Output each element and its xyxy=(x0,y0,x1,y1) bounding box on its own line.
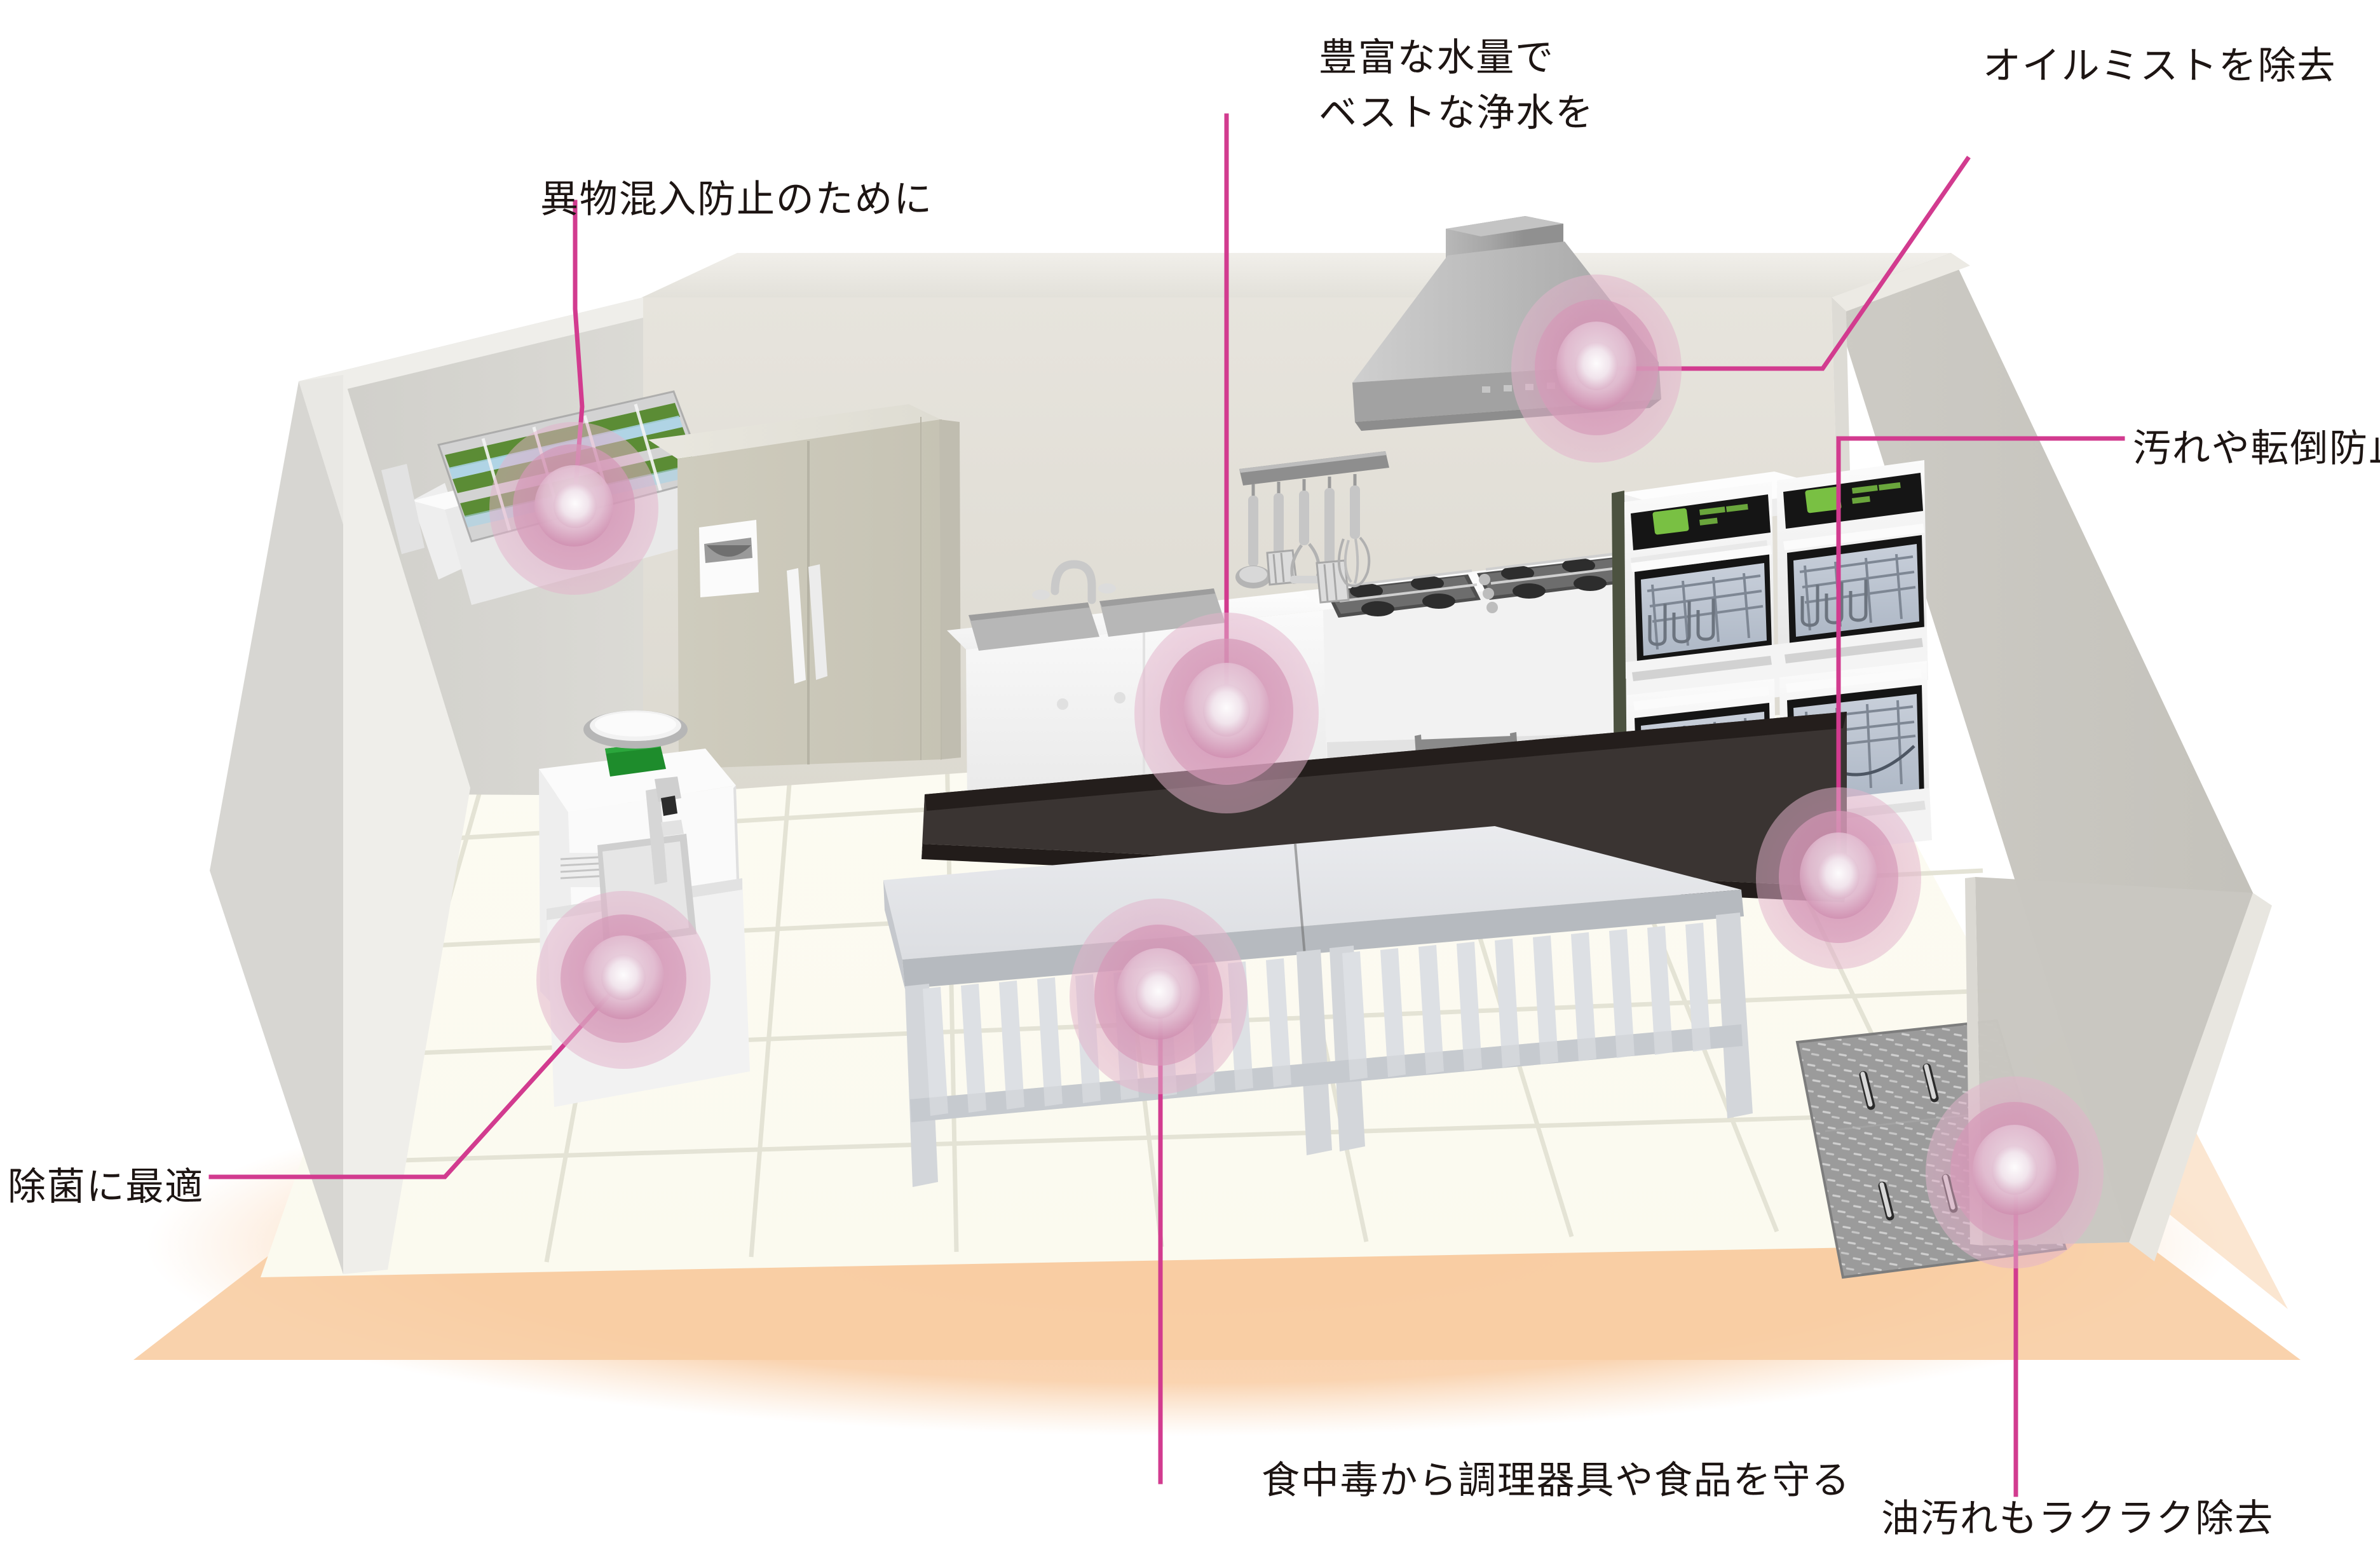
label-water-purification: 豊富な水量で ベストな浄水を xyxy=(1319,31,1595,141)
target-oven-floor-corner xyxy=(1756,787,1921,969)
leader-disinfection xyxy=(208,977,626,1179)
fridge-handle-right xyxy=(808,564,827,680)
utensil-rail xyxy=(1235,451,1389,604)
hw-faucet xyxy=(646,777,684,885)
prep-table-edge xyxy=(883,880,905,989)
label-oil-mist: オイルミストを除去 xyxy=(1983,45,2337,87)
fridge-right-panel xyxy=(920,417,921,760)
utensil-ladle xyxy=(1235,496,1271,588)
label-water-purification-line2: ベストな浄水を xyxy=(1319,92,1595,134)
utensil-tongs xyxy=(1290,491,1322,584)
oven-left-cheek xyxy=(1612,491,1627,796)
oven-upper-left xyxy=(1624,482,1774,679)
hood-duct-top xyxy=(1446,216,1563,236)
label-foreign-matter: 異物混入防止のために xyxy=(540,179,933,221)
target-handwash-sterilizer-sink xyxy=(536,891,711,1069)
utensil-whisk xyxy=(1337,485,1371,588)
ceiling-band-back xyxy=(642,253,1951,297)
hw-dispenser xyxy=(583,710,688,777)
left-wall-edge xyxy=(299,297,643,399)
label-disinfection: 除菌に最適 xyxy=(8,1166,204,1208)
oven-upper-right xyxy=(1777,460,1927,660)
range-face xyxy=(1323,572,1652,780)
faucet xyxy=(1032,560,1116,604)
utensil-turner xyxy=(1266,493,1298,586)
fridge-top xyxy=(648,404,941,459)
refrigerator xyxy=(648,404,961,769)
target-prep-table-worktop xyxy=(1070,899,1248,1094)
target-markers xyxy=(489,275,2104,1268)
fridge-handle-left xyxy=(787,568,806,684)
leader-stain-tipover xyxy=(1836,436,2125,881)
hw-top xyxy=(539,749,736,812)
right-wall-bottom-edge xyxy=(2129,893,2272,1261)
left-pillar-face xyxy=(343,375,470,1274)
target-air-curtain-insect-screen xyxy=(489,422,658,595)
target-sink-water-purifier xyxy=(1134,613,1319,813)
right-wall-top-edge xyxy=(1832,253,1970,311)
label-stain-tipover: 汚れや転倒防止に xyxy=(2133,428,2380,470)
target-floor-drain-grate xyxy=(1926,1076,2104,1268)
label-water-purification-line1: 豊富な水量で xyxy=(1319,37,1554,79)
label-oil-stain: 油汚れもラクラク除去 xyxy=(1881,1498,2274,1540)
target-range-hood-grease-filter xyxy=(1511,275,1682,463)
label-food-poisoning: 食中毒から調理器具や食品を守る xyxy=(1261,1460,1851,1502)
